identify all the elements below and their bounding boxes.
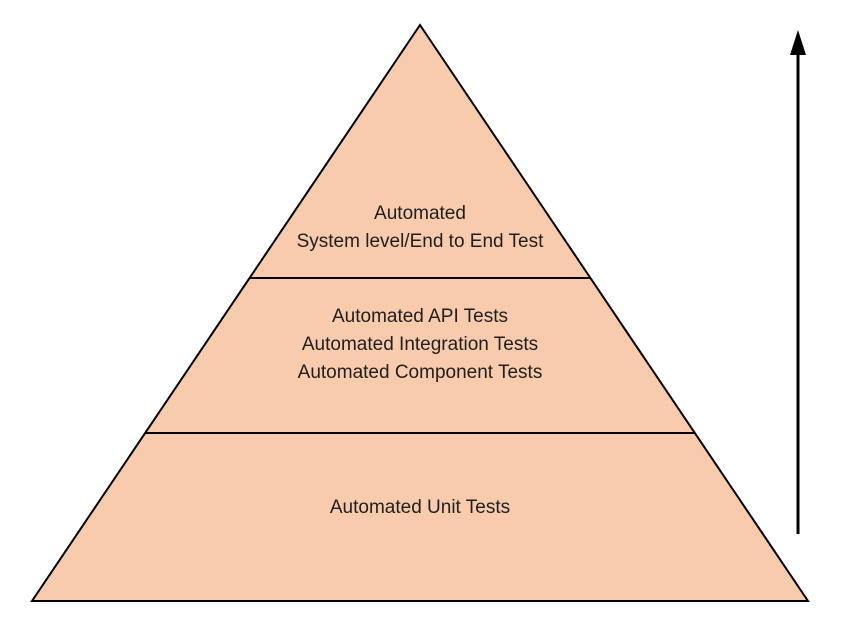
tier-service-line-3: Automated Component Tests	[297, 362, 543, 383]
tier-label-unit: Automated Unit Tests	[170, 494, 670, 522]
up-arrow-icon	[790, 30, 806, 534]
tier-system-line-2: System level/End to End Test	[296, 231, 544, 252]
up-arrow-head	[790, 30, 806, 55]
tier-unit-line-1: Automated Unit Tests	[329, 497, 511, 518]
tier-label-system: Automated System level/End to End Test	[170, 200, 670, 256]
tier-service-line-1: Automated API Tests	[331, 306, 509, 327]
tier-service-line-2: Automated Integration Tests	[301, 334, 539, 355]
pyramid-shape	[30, 23, 810, 602]
tier-system-line-1: Automated	[374, 203, 466, 224]
tier-label-service: Automated API Tests Automated Integratio…	[170, 303, 670, 387]
